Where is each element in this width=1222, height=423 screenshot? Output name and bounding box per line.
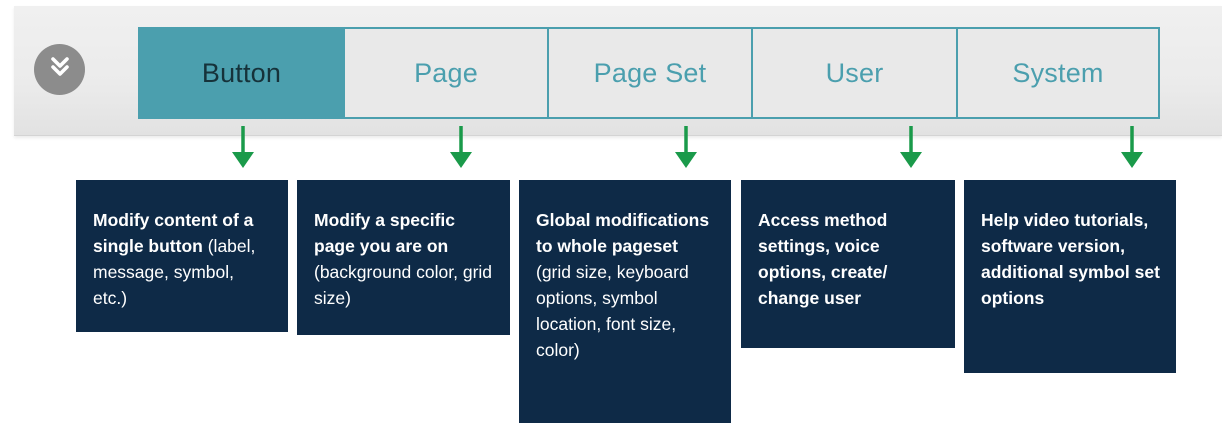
callout-button-lead: Modify content of a single button xyxy=(93,210,254,256)
double-chevron-down-icon xyxy=(47,54,73,85)
callout-button-detail: (label, message, symbol, etc.) xyxy=(93,236,256,308)
callout-user: Access method settings, voice options, c… xyxy=(741,180,955,348)
arrow-down-icon xyxy=(1121,126,1143,168)
tab-system[interactable]: System xyxy=(1012,57,1104,88)
callout-page: Modify a specific page you are on (backg… xyxy=(297,180,510,335)
callout-system: Help video tutorials, software version, … xyxy=(964,180,1176,373)
arrow-down-icon xyxy=(900,126,922,168)
tab-button[interactable]: Button xyxy=(140,29,345,117)
callout-system-lead: Help video tutorials, software version, … xyxy=(981,210,1160,308)
callout-page-detail: (background color, grid size) xyxy=(314,262,493,308)
arrow-down-icon xyxy=(232,126,254,168)
settings-tab-bar: Button Page Page Set User System xyxy=(138,27,1160,119)
callout-user-lead: Access method settings, voice options, c… xyxy=(758,210,888,308)
callout-page-set-lead: Global modifications to whole pageset xyxy=(536,210,710,256)
collapse-toolbar-button[interactable] xyxy=(34,44,85,95)
tab-user[interactable]: User xyxy=(753,29,958,117)
callout-button: Modify content of a single button (label… xyxy=(76,180,288,332)
tab-page[interactable]: Page xyxy=(345,29,549,117)
tab-page-set[interactable]: Page Set xyxy=(549,29,753,117)
arrow-down-icon xyxy=(675,126,697,168)
callout-page-set-detail: (grid size, keyboard options, symbol loc… xyxy=(536,262,689,360)
arrow-down-icon xyxy=(450,126,472,168)
callout-page-set: Global modifications to whole pageset (g… xyxy=(519,180,731,423)
callout-page-lead: Modify a specific page you are on xyxy=(314,210,456,256)
